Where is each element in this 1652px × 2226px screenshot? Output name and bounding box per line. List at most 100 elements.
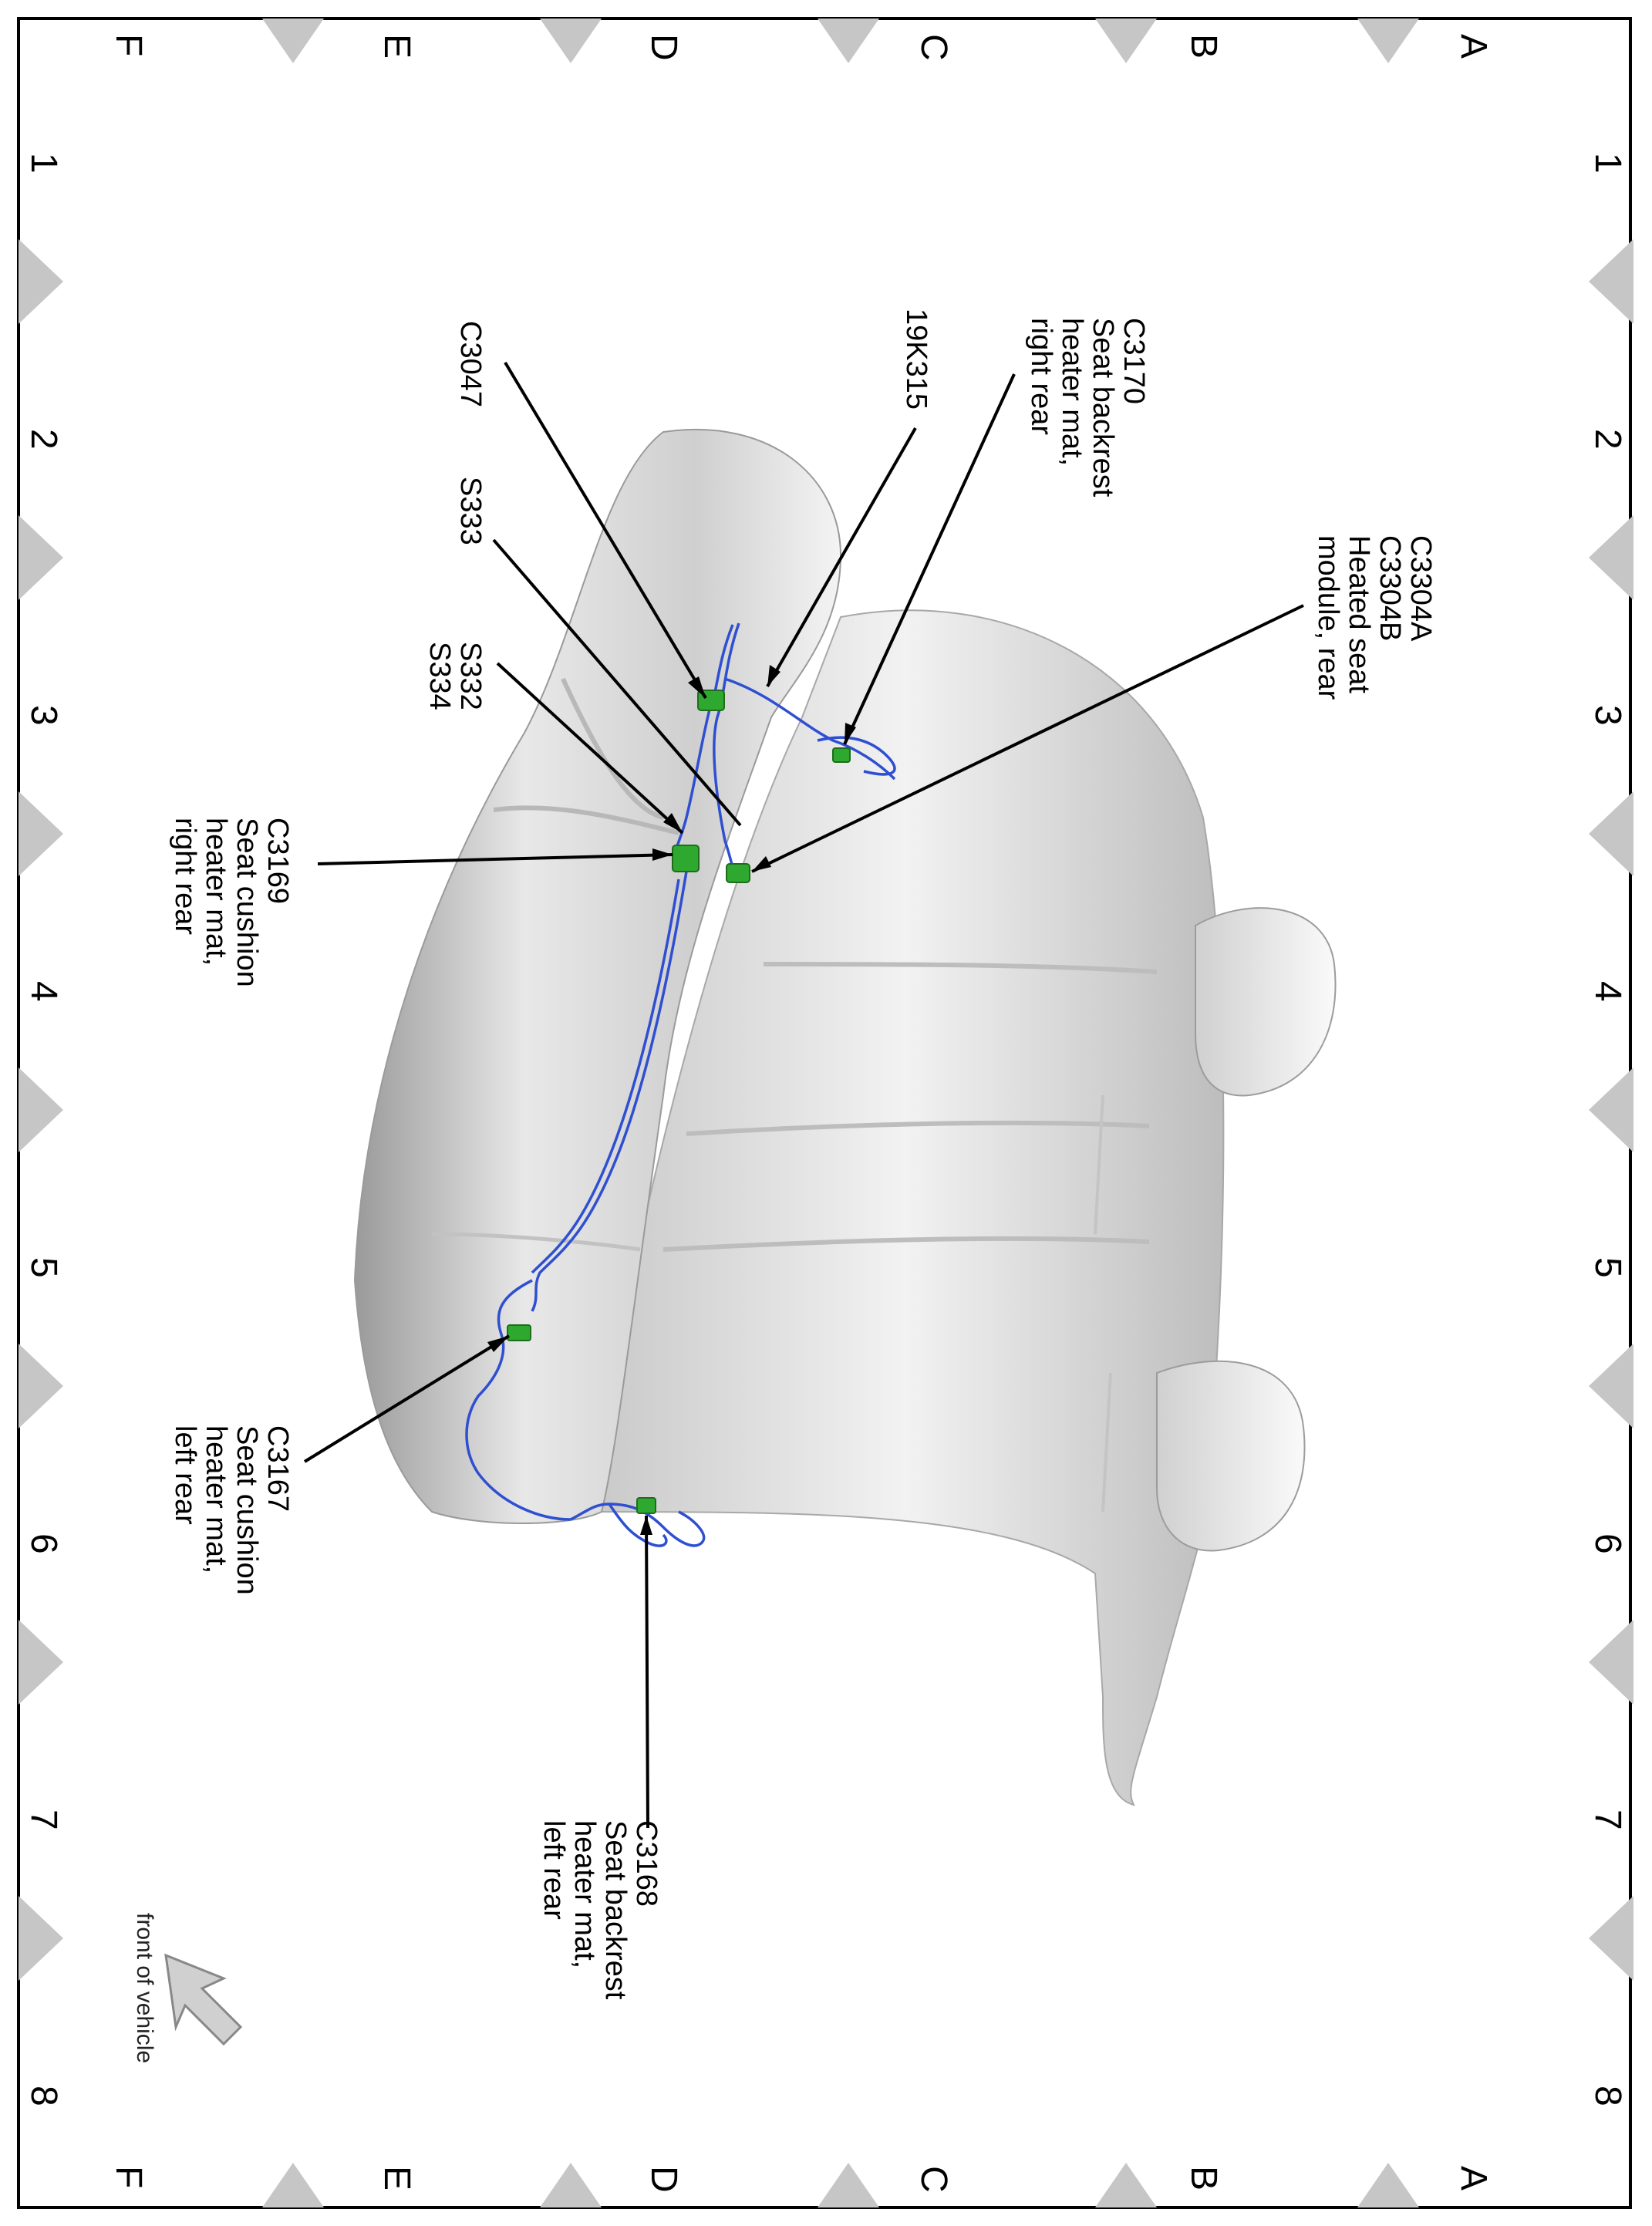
callout-s332-s334: S332 S334: [423, 642, 487, 710]
marker: [540, 2163, 602, 2207]
callout-c3168-id: C3168: [630, 1820, 662, 1907]
harness-branch: [570, 1503, 706, 1547]
marker: [19, 1896, 63, 1981]
callout-c3167-desc: Seat cushion heater mat, left rear: [169, 1425, 263, 1595]
marker: [1589, 1067, 1633, 1152]
harness-branch: [531, 871, 688, 1312]
cushion-seam: [561, 677, 664, 820]
harness-branch: [817, 736, 896, 776]
backrest-seam: [1094, 1094, 1104, 1235]
leader-c3047: [504, 361, 707, 700]
callout-c3169-desc: Seat cushion heater mat, right rear: [169, 818, 263, 987]
leader-c3304: [751, 604, 1304, 873]
arrowhead: [767, 665, 780, 686]
harness-branch: [531, 879, 680, 1274]
grid-label-right-5: 5: [1587, 1257, 1628, 1278]
callout-s332-s334-id: S332 S334: [423, 642, 487, 710]
marker: [262, 2163, 324, 2207]
backrest-seam: [662, 1236, 1150, 1252]
backrest-seam: [763, 962, 1158, 974]
marker: [19, 515, 63, 600]
grid-label-left-1: 1: [23, 153, 64, 174]
callout-s333: S333: [454, 477, 487, 545]
callout-c3304-id: C3304A C3304B: [1374, 535, 1437, 642]
grid-label-bottom-e: E: [376, 2166, 417, 2191]
connector-c3168: [636, 1497, 656, 1514]
connector-c3169: [672, 845, 700, 872]
grid-label-top-c: C: [913, 34, 954, 61]
connector-c3304: [726, 863, 750, 883]
marker: [1095, 19, 1157, 63]
leader-arrowheads: [487, 665, 856, 1535]
arrowhead: [752, 856, 771, 872]
callout-c3047-id: C3047: [454, 321, 487, 407]
callout-s333-id: S333: [454, 477, 487, 545]
grid-label-bottom-b: B: [1183, 2166, 1224, 2191]
marker: [1095, 2163, 1157, 2207]
grid-label-left-7: 7: [23, 1809, 64, 1830]
grid-label-left-8: 8: [23, 2086, 64, 2106]
marker: [818, 2163, 879, 2207]
arrowhead: [487, 1336, 509, 1352]
marker: [1589, 1620, 1633, 1705]
leader-c3170: [843, 373, 1016, 745]
marker: [19, 239, 63, 324]
leader-c3168: [645, 1515, 649, 1829]
arrow-icon: [164, 1953, 243, 2046]
arrowhead: [640, 1516, 652, 1535]
leader-19k315: [766, 427, 917, 687]
connector-c3170: [832, 747, 851, 763]
callout-c3047: C3047: [454, 321, 487, 407]
grid-markers: [19, 19, 1633, 2207]
callout-19k315: 19K315: [900, 309, 932, 410]
connector-c3167: [507, 1324, 531, 1341]
front-of-vehicle-label: front of vehicle: [132, 1913, 157, 2064]
grid-label-top-d: D: [643, 34, 684, 61]
grid-label-left-5: 5: [23, 1257, 64, 1278]
callout-c3170-desc: Seat backrest heater mat, right rear: [1025, 318, 1119, 497]
grid-label-bottom-c: C: [913, 2166, 954, 2193]
marker: [1589, 791, 1633, 876]
grid-label-top-f: F: [108, 34, 149, 57]
grid-label-top-e: E: [376, 34, 417, 59]
grid-label-bottom-f: F: [108, 2166, 149, 2189]
grid-label-right-8: 8: [1587, 2086, 1628, 2106]
arrowhead: [845, 723, 856, 744]
leader-s333: [492, 538, 742, 827]
grid-label-left-3: 3: [23, 705, 64, 726]
marker: [19, 1620, 63, 1705]
callout-c3170-id: C3170: [1118, 318, 1150, 404]
marker: [1589, 239, 1633, 324]
callout-c3169-id: C3169: [261, 818, 294, 904]
grid-label-left-2: 2: [23, 429, 64, 450]
backrest-seam: [686, 1120, 1150, 1136]
grid-label-right-6: 6: [1587, 1533, 1628, 1554]
grid-label-bottom-a: A: [1453, 2166, 1494, 2191]
callout-c3167-id: C3167: [261, 1425, 294, 1512]
arrowhead: [688, 676, 706, 698]
marker: [19, 1344, 63, 1428]
arrowhead: [652, 848, 673, 861]
marker: [540, 19, 602, 63]
marker: [1589, 1344, 1633, 1428]
grid-label-right-4: 4: [1587, 981, 1628, 1002]
marker: [1357, 19, 1419, 63]
harness-branch: [465, 1279, 571, 1521]
headrest-left: [1156, 1360, 1306, 1552]
grid-label-right-1: 1: [1587, 153, 1628, 174]
cushion-seam: [431, 1232, 641, 1252]
marker: [1589, 515, 1633, 600]
callout-c3304-desc: Heated seat module, rear: [1312, 535, 1375, 700]
grid-label-right-2: 2: [1587, 429, 1628, 450]
harness-branch: [713, 622, 740, 880]
leader-lines: [303, 361, 1304, 1829]
leader-c3167: [303, 1334, 511, 1463]
leader-s332: [496, 662, 684, 835]
headrest-right: [1195, 907, 1337, 1097]
grid-label-bottom-d: D: [643, 2166, 684, 2193]
